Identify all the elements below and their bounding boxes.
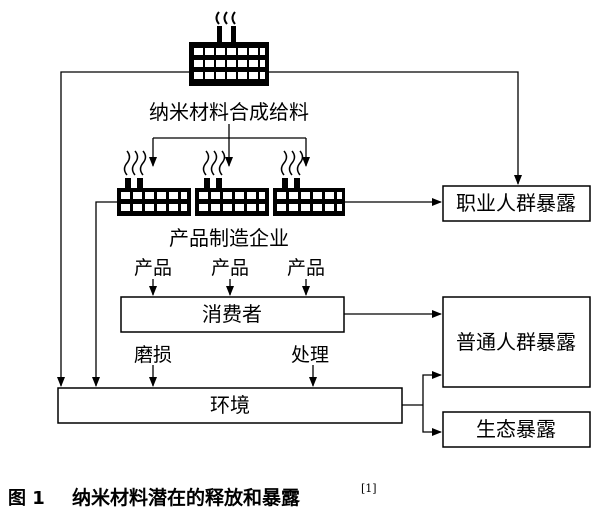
consumer-box xyxy=(120,296,345,333)
connector-synthesis-to-environment xyxy=(57,71,189,387)
product-label-1: 产品 xyxy=(134,257,172,279)
disposal-label: 处理 xyxy=(291,344,329,366)
connector-environment-to-ecological xyxy=(422,405,442,436)
ecological-exposure-box xyxy=(442,411,591,448)
manufacturing-factory-icon-1 xyxy=(117,150,191,216)
figure-reference: [1] xyxy=(361,482,377,495)
synthesis-label: 纳米材料合成给料 xyxy=(149,100,309,124)
manufacturing-factory-icon-2 xyxy=(195,150,269,216)
occupational-exposure-box xyxy=(442,185,591,222)
environment-label: 环境 xyxy=(210,393,250,417)
connectors xyxy=(57,71,522,436)
general-exposure-label: 普通人群暴露 xyxy=(456,330,576,354)
product-label-2: 产品 xyxy=(211,257,249,279)
connector-factories-to-environment xyxy=(92,201,117,387)
figure-number: 图 1 xyxy=(8,488,45,509)
environment-box xyxy=(57,387,403,424)
figure-caption: 纳米材料潜在的释放和暴露 xyxy=(72,486,301,509)
connector-environment-to-general xyxy=(422,371,442,405)
manufacturing-factory-icon-3 xyxy=(273,150,345,216)
wear-label: 磨损 xyxy=(134,344,172,366)
connector-synthesis-to-occupational xyxy=(269,71,522,185)
product-label-3: 产品 xyxy=(287,257,325,279)
occupational-exposure-label: 职业人群暴露 xyxy=(456,191,576,215)
ecological-exposure-label: 生态暴露 xyxy=(476,417,556,441)
synthesis-factory-icon xyxy=(189,11,269,86)
general-exposure-box xyxy=(442,296,591,388)
manufacturing-label: 产品制造企业 xyxy=(169,226,289,250)
consumer-label: 消费者 xyxy=(202,302,262,326)
